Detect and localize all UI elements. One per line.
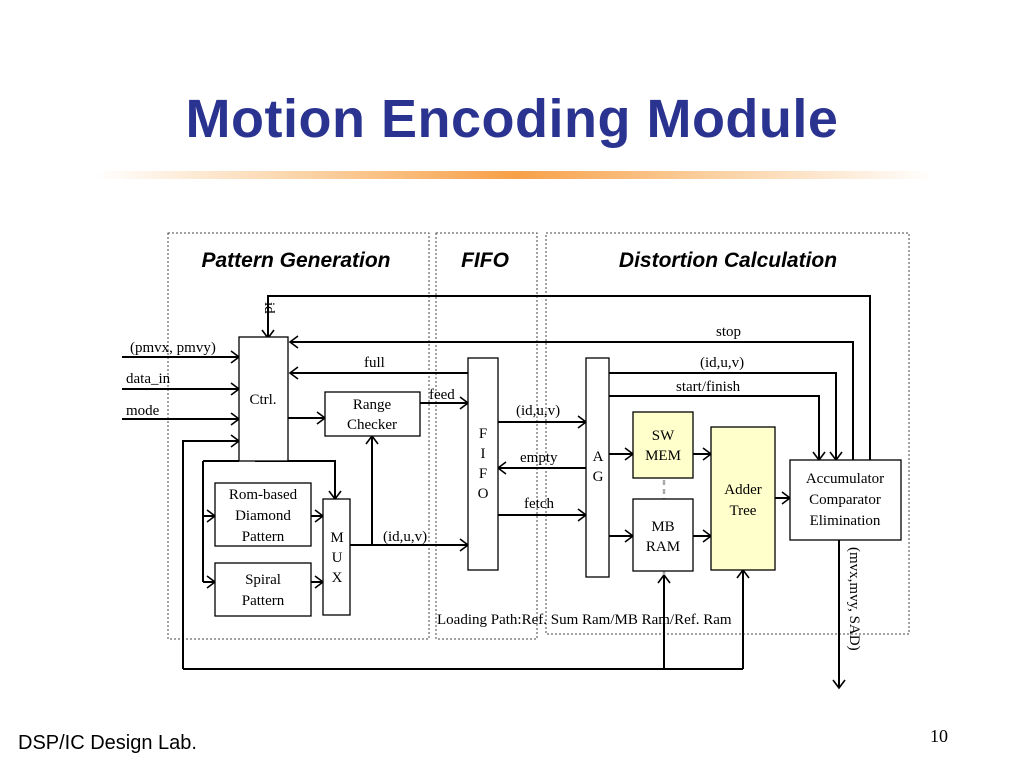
loading-path-label: Loading Path:Ref. Sum Ram/MB Ram/Ref. Ra… — [437, 612, 732, 628]
accumulator-label: Accumulator — [806, 471, 884, 487]
adder-tree-label: Adder — [724, 482, 762, 498]
signal-iduv-acc: (id,u,v) — [700, 355, 744, 371]
signal-start-finish: start/finish — [676, 379, 741, 395]
sw-mem-label: MEM — [645, 448, 681, 464]
footer-lab-name: DSP/IC Design Lab. — [18, 732, 197, 754]
signal-pmv: (pmvx, pmvy) — [130, 340, 216, 356]
adder-tree-label: Tree — [730, 503, 757, 519]
signal-stop: stop — [716, 324, 741, 340]
ag-label: A — [593, 449, 604, 465]
block-adder-tree: Adder Tree — [710, 426, 776, 571]
signal-empty: empty — [520, 450, 558, 466]
title-rule — [95, 171, 935, 179]
fifo-label: O — [478, 486, 489, 502]
spiral-label: Pattern — [242, 593, 285, 609]
mux-label: U — [332, 550, 343, 566]
block-sw-mem: SW MEM — [632, 411, 694, 479]
region-pattern-generation — [167, 232, 430, 640]
region-header-distortion: Distortion Calculation — [619, 249, 837, 272]
ag-label: G — [593, 469, 604, 485]
range-checker-label: Range — [353, 397, 392, 413]
block-fifo: F I F O — [467, 357, 499, 571]
block-ag: A G — [585, 357, 610, 578]
signal-full: full — [364, 355, 385, 371]
accumulator-label: Elimination — [810, 513, 881, 529]
signal-output: (mvx,mvy, SAD) — [846, 547, 862, 651]
region-distortion-calculation — [545, 232, 910, 635]
accumulator-label: Comparator — [809, 492, 881, 508]
region-header-pattern: Pattern Generation — [201, 249, 390, 272]
fifo-label: F — [479, 466, 487, 482]
block-spiral-pattern: Spiral Pattern — [214, 562, 312, 617]
region-fifo — [435, 232, 538, 640]
rom-diamond-label: Pattern — [242, 529, 285, 545]
block-range-checker: Range Checker — [324, 391, 421, 437]
fifo-label: I — [481, 446, 486, 462]
spiral-label: Spiral — [245, 572, 281, 588]
block-mux: M U X — [322, 498, 351, 616]
block-ctrl: Ctrl. — [238, 336, 289, 462]
signal-mode: mode — [126, 403, 160, 419]
signal-data-in: data_in — [126, 371, 171, 387]
mb-ram-label: RAM — [646, 539, 680, 555]
page-number: 10 — [930, 726, 948, 746]
signal-iduv-mux: (id,u,v) — [383, 529, 427, 545]
signal-iduv-fifo: (id,u,v) — [516, 403, 560, 419]
fifo-label: F — [479, 426, 487, 442]
ctrl-label: Ctrl. — [249, 392, 276, 408]
mb-ram-label: MB — [651, 519, 674, 535]
rom-diamond-label: Rom-based — [229, 487, 298, 503]
signal-fetch: fetch — [524, 496, 554, 512]
range-checker-label: Checker — [347, 417, 397, 433]
signal-id: id — [261, 302, 277, 314]
block-rom-diamond-pattern: Rom-based Diamond Pattern — [214, 482, 312, 547]
mux-label: X — [332, 570, 343, 586]
signal-feed: feed — [429, 387, 455, 403]
sw-mem-label: SW — [652, 428, 675, 444]
block-mb-ram: MB RAM — [632, 498, 694, 572]
mux-label: M — [330, 530, 343, 546]
rom-diamond-label: Diamond — [235, 508, 291, 524]
block-accumulator: Accumulator Comparator Elimination — [789, 459, 902, 541]
slide-title: Motion Encoding Module — [185, 89, 839, 149]
region-header-fifo: FIFO — [461, 249, 509, 272]
